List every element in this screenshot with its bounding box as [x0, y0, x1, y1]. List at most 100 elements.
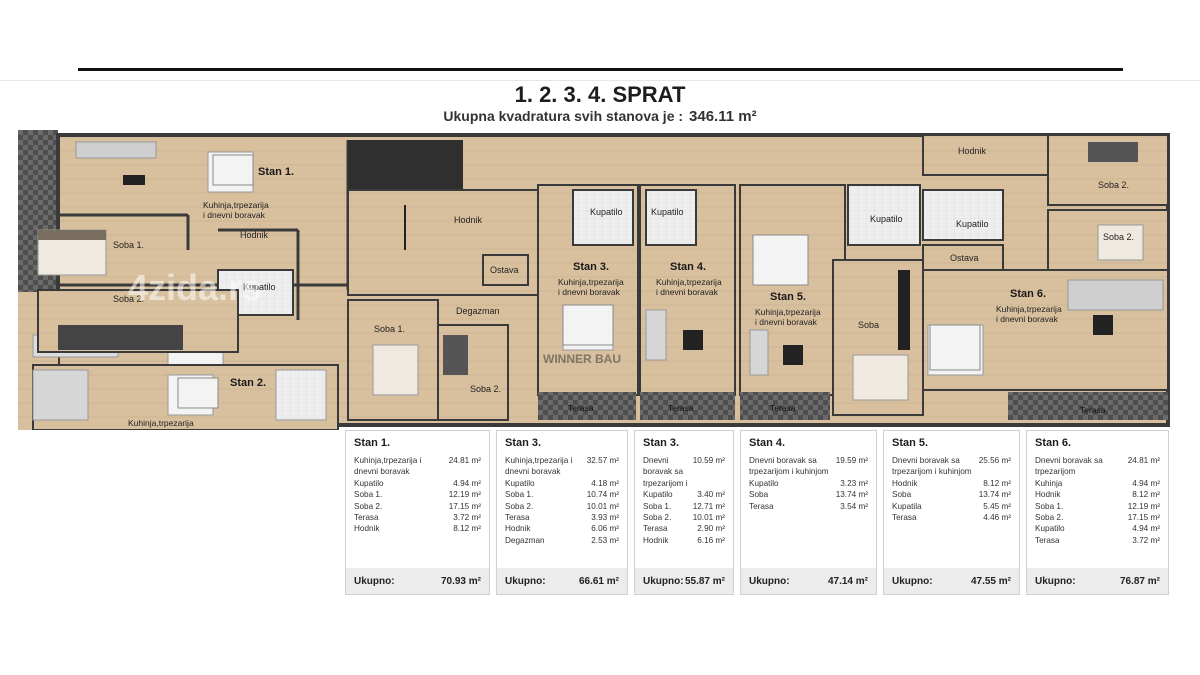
label-stan3: Stan 3.	[573, 261, 609, 273]
area-row-label: Kuhinja	[1035, 478, 1063, 488]
area-row-label: Hodnik	[354, 524, 380, 534]
area-table: Stan 5.Dnevni boravak sa trpezarijom i k…	[883, 430, 1020, 595]
corridor-right	[922, 134, 1049, 176]
area-total-label: Ukupno:	[643, 575, 684, 587]
area-row-label: Kupatilo	[354, 478, 384, 488]
area-total-value: 76.87 m²	[1119, 575, 1160, 587]
area-row-value: 3.54 m²	[840, 501, 868, 511]
label-hodnik-center: Hodnik	[454, 215, 483, 225]
area-row-label: Soba 2.	[1035, 513, 1064, 523]
area-row-value: 6.16 m²	[697, 535, 725, 545]
area-total-label: Ukupno:	[892, 575, 933, 587]
area-table: Stan 1.Kuhinja,trpezarija i dnevni borav…	[345, 430, 490, 595]
label-stan6: Stan 6.	[1010, 288, 1046, 300]
area-row-label: Soba 2.	[505, 501, 534, 511]
area-total-label: Ukupno:	[749, 575, 790, 587]
area-row: Hodnik 8.12 m²	[892, 478, 1011, 489]
area-row-label: Soba 1.	[505, 490, 534, 500]
area-row: Dnevni boravak sa trpezarijom i kuhinjom…	[892, 455, 1011, 478]
area-row: Dnevni boravak sa trpezarijom i kuhinjom…	[749, 455, 868, 478]
area-row-label: Hodnik	[892, 478, 918, 488]
bathroom-stan3	[572, 189, 634, 246]
area-row-label: Kupatilo	[505, 478, 535, 488]
area-row-value: 10.74 m²	[586, 490, 619, 500]
area-row-label: Hodnik	[505, 524, 531, 534]
area-total-value: 47.55 m²	[970, 575, 1011, 587]
area-total-value: 70.93 m²	[440, 575, 481, 587]
area-row-value: 3.72 m²	[453, 513, 481, 523]
label-stan5-sub2: i dnevni boravak	[755, 317, 818, 327]
area-row-label: Terasa	[354, 513, 379, 523]
area-row-value: 4.94 m²	[1132, 478, 1160, 488]
area-row-value: 17.15 m²	[448, 501, 481, 511]
area-row-label: Kupatilo	[1035, 524, 1065, 534]
area-row-label: Soba 2.	[643, 513, 672, 523]
area-row-value: 8.12 m²	[983, 478, 1011, 488]
label-soba2-right-b: Soba 2.	[1103, 232, 1134, 242]
area-total-label: Ukupno:	[354, 575, 395, 587]
label-stan5: Stan 5.	[770, 291, 806, 303]
area-total-label: Ukupno:	[1035, 575, 1076, 587]
storage-center	[482, 254, 529, 286]
area-table: Stan 4. Dnevni boravak sa trpezarijom i k…	[740, 430, 877, 595]
area-row-value: 4.18 m²	[591, 478, 619, 488]
area-row-value: 4.94 m²	[1132, 524, 1160, 534]
area-table-title: Stan 4.	[749, 437, 786, 449]
room-soba2-right	[1047, 134, 1169, 206]
area-row: Soba 1.12.19 m²	[354, 489, 481, 500]
label-stan4-sub1: Kuhinja,trpezarija	[656, 277, 722, 287]
area-row: Soba 2.10.01 m²	[643, 512, 725, 523]
area-row-label: Terasa	[749, 501, 774, 511]
watermark-left: 4zida.rs	[128, 267, 262, 308]
label-kupatilo-right: Kupatilo	[956, 219, 989, 229]
area-total-label: Ukupno:	[505, 575, 546, 587]
area-row-label: Kupatila	[892, 501, 922, 511]
label-ostava-right: Ostava	[950, 253, 979, 263]
label-hodnik-right: Hodnik	[958, 146, 987, 156]
area-row-label: Soba 1.	[643, 501, 672, 511]
label-soba2-center: Soba 2.	[470, 384, 501, 394]
area-total: Ukupno:66.61 m²	[497, 568, 627, 594]
page-title: 1. 2. 3. 4. SPRAT	[514, 82, 686, 107]
label-soba-stan5: Soba	[858, 320, 879, 330]
label-kupatilo-left: Kupatilo	[243, 282, 276, 292]
stair-core	[348, 140, 463, 190]
area-row: Soba 2.17.15 m²	[1035, 512, 1160, 523]
area-row-value: 4.46 m²	[983, 513, 1011, 523]
label-stan2: Stan 2.	[230, 377, 266, 389]
label-hodnik-left: Hodnik	[240, 230, 269, 240]
watermark-center: WINNER BAU	[543, 352, 621, 366]
area-row-label: Kuhinja,trpezarija i dnevni boravak	[354, 456, 422, 477]
area-row-value: 12.71 m²	[692, 501, 725, 511]
area-row: Terasa 3.72 m²	[354, 512, 481, 523]
area-table-title: Stan 6.	[1035, 437, 1072, 449]
label-stan1-sub1: Kuhinja,trpezarija	[203, 200, 269, 210]
area-row-value: 24.81 m²	[1127, 456, 1160, 465]
area-row-value: 10.59 m²	[692, 456, 725, 465]
area-row-value: 4.94 m²	[453, 478, 481, 488]
label-stan1-sub2: i dnevni boravak	[203, 210, 266, 220]
area-row-label: Dnevni boravak sa trpezarijom i kuhinjom	[892, 456, 972, 477]
area-total: Ukupno:55.87 m²	[635, 568, 733, 594]
top-rule	[78, 68, 1123, 71]
total-area: 346.11 m²	[689, 108, 757, 125]
area-row-value: 32.57 m²	[586, 456, 619, 465]
label-terrace-stan5: Terasa	[770, 403, 796, 413]
label-stan6-sub2: i dnevni boravak	[996, 314, 1059, 324]
area-row-value: 3.93 m²	[591, 513, 619, 523]
area-row-value: 12.19 m²	[1127, 501, 1160, 511]
terrace-stan5	[740, 392, 830, 420]
area-total: Ukupno: 70.93 m²	[346, 568, 489, 594]
area-row: Soba 1. 10.74 m²	[505, 489, 619, 500]
area-row-value: 12.19 m²	[448, 490, 481, 500]
area-row: Soba 1. 12.71 m²	[643, 501, 725, 512]
area-table-title: Stan 3.	[505, 437, 542, 449]
area-row-value: 8.12 m²	[453, 524, 481, 534]
